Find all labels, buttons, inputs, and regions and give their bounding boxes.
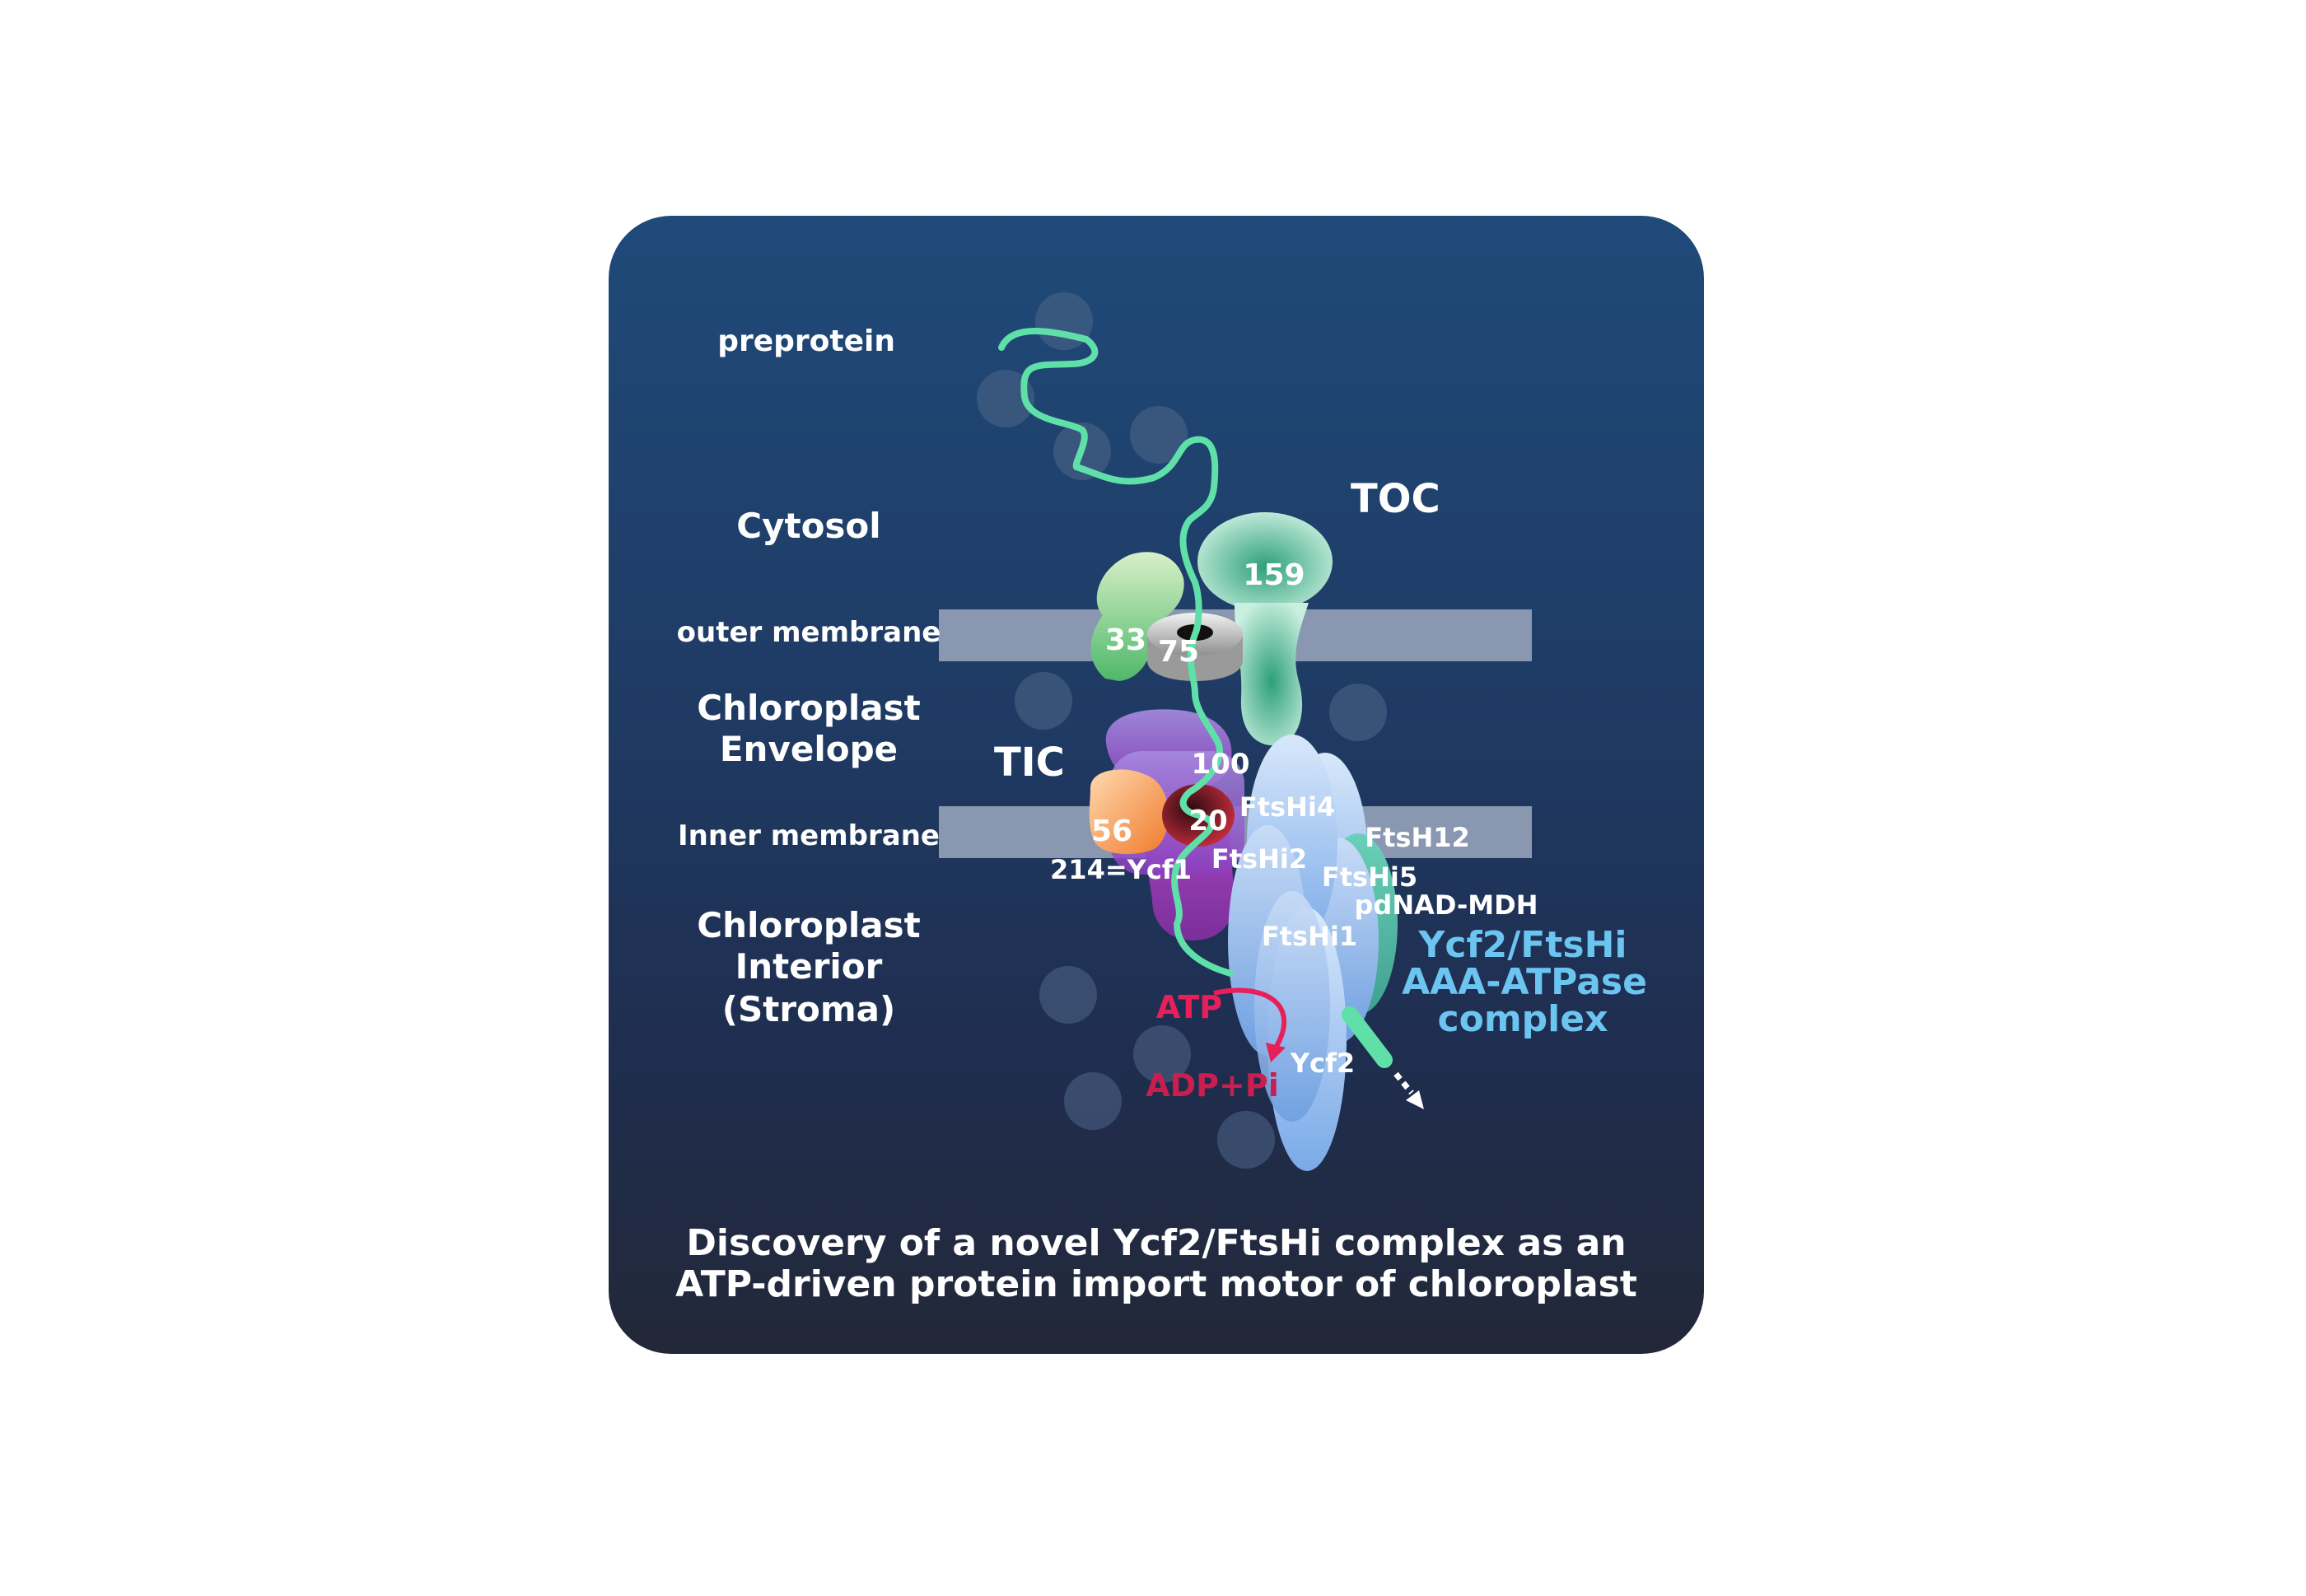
toc75-channel (1147, 634, 1243, 681)
caption-line1: Discovery of a novel Ycf2/FtsHi complex … (686, 1222, 1626, 1264)
toc75-label: 75 (1158, 635, 1199, 669)
ftshi1-shape (1254, 891, 1330, 1122)
particle (1039, 966, 1097, 1024)
tic56-shape (1089, 769, 1169, 855)
tic214-label: 214=Ycf1 (1050, 854, 1192, 885)
particle (1329, 684, 1387, 741)
ftshi4-label: FtsHi4 (1239, 791, 1335, 823)
cytosol-label: Cytosol (736, 506, 880, 546)
interior-label-line2: Interior (735, 946, 883, 987)
atp-arrow-head (1266, 1043, 1286, 1062)
ycf2-label: Ycf2 (1290, 1048, 1355, 1079)
exit-rod (1342, 1006, 1393, 1068)
interior-label-line1: Chloroplast (697, 905, 920, 945)
exit-arrow-line (1393, 1071, 1414, 1095)
preprotein-chain (998, 328, 1234, 977)
particle (1015, 672, 1072, 730)
tic-label: TIC (994, 740, 1065, 786)
ftshi5-label: FtsHi5 (1322, 861, 1417, 893)
import-motor-diagram: preprotein Cytosol outer membrane Chloro… (675, 292, 1647, 1305)
ftshi1-label: FtsHi1 (1262, 921, 1357, 952)
preprotein-label: preprotein (717, 324, 895, 358)
caption-line2: ATP-driven protein import motor of chlor… (675, 1263, 1637, 1305)
ycf2-ftshi-complex (1228, 735, 1424, 1171)
pdnad-mdh-label: pdNAD-MDH (1355, 889, 1538, 921)
tic20-label: 20 (1188, 805, 1227, 838)
ftsh12-label: FtsH12 (1365, 822, 1470, 853)
outer-membrane-label: outer membrane (677, 616, 941, 649)
tic56-label: 56 (1091, 814, 1132, 848)
background-particles (977, 292, 1387, 1169)
diagram-card: preprotein Cytosol outer membrane Chloro… (609, 216, 1704, 1354)
toc-label: TOC (1351, 476, 1440, 522)
tic100-label: 100 (1192, 748, 1250, 781)
tic-complex (1089, 709, 1244, 940)
envelope-label-line1: Chloroplast (697, 688, 920, 728)
inner-membrane-label: Inner membrane (678, 819, 940, 852)
adp-label: ADP+Pi (1146, 1067, 1279, 1104)
particle (1130, 406, 1188, 464)
envelope-label-line2: Envelope (720, 729, 898, 769)
particle (1217, 1111, 1275, 1169)
ftshi2-label: FtsHi2 (1211, 843, 1307, 875)
particle (1064, 1072, 1122, 1130)
exit-arrow-head (1406, 1090, 1424, 1109)
atp-hydrolysis-arrow (1213, 987, 1287, 1049)
toc159-stem (1235, 603, 1309, 746)
complex-label-line3: complex (1438, 998, 1608, 1040)
toc33-shape (1090, 552, 1184, 681)
toc159-head (1197, 512, 1333, 611)
complex-label-line1: Ycf2/FtsHi (1418, 924, 1627, 966)
particle (1133, 1025, 1191, 1083)
complex-label-line2: AAA-ATPase (1402, 961, 1647, 1003)
atp-label: ATP (1156, 989, 1222, 1025)
toc33-label: 33 (1105, 623, 1146, 657)
toc159-label: 159 (1243, 558, 1305, 592)
toc-complex (1090, 512, 1333, 746)
interior-label-line3: (Stroma) (722, 989, 895, 1029)
particle (977, 370, 1034, 427)
